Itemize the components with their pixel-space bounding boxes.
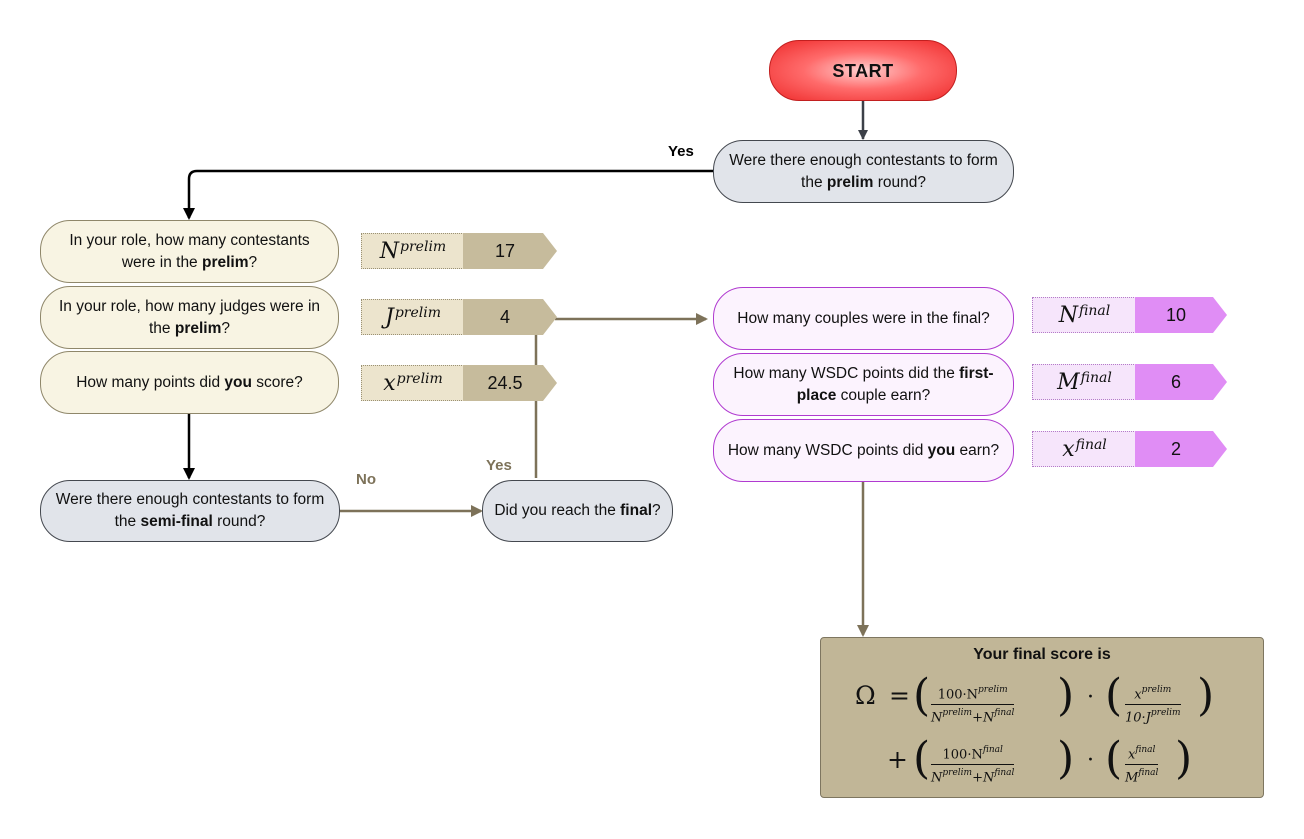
no-label: No (356, 471, 376, 488)
paren-open-2: ( (1105, 670, 1123, 721)
edge-prelim-yes (183, 169, 713, 220)
final-score-title: Your final score is (973, 646, 1111, 663)
j-prelim-value: 4 (463, 299, 557, 335)
reach-final-question: Did you reach the final? (482, 480, 673, 542)
paren-close-3: ) (1057, 733, 1075, 784)
paren-close-2: ) (1197, 670, 1215, 721)
final-score-box: Your final score is Ω = ( 100·Nprelim Np… (820, 637, 1264, 798)
equals-sign: = (889, 681, 910, 710)
m-final-value: 6 (1135, 364, 1227, 400)
paren-close-1: ) (1057, 670, 1075, 721)
omega-symbol: Ω (855, 681, 876, 710)
paren-close-4: ) (1175, 733, 1193, 784)
first-place-question: How many WSDC points did the first-place… (713, 353, 1014, 416)
dot-1: · (1087, 685, 1094, 710)
fraction-final-share: 100·Nfinal Nprelim+Nfinal (931, 745, 1015, 786)
start-node: START (769, 40, 957, 101)
prelim-round-question: Were there enough contestants to form th… (713, 140, 1014, 203)
fraction-prelim-share: 100·Nprelim Nprelim+Nfinal (931, 685, 1015, 726)
contestants-question: In your role, how many contestants were … (40, 220, 339, 283)
n-prelim-value: 17 (463, 233, 557, 269)
semi-final-question: Were there enough contestants to form th… (40, 480, 340, 542)
yes-label-prelim: Yes (668, 143, 694, 160)
yes-label-final: Yes (486, 457, 512, 474)
paren-open-3: ( (913, 733, 931, 784)
plus-sign: + (887, 745, 908, 774)
judges-question: In your role, how many judges were in th… (40, 286, 339, 349)
x-prelim-value: 24.5 (463, 365, 557, 401)
n-final-value: 10 (1135, 297, 1227, 333)
couples-question: How many couples were in the final? (713, 287, 1014, 350)
fraction-final-score: xfinal Mfinal (1125, 745, 1159, 786)
you-earn-question: How many WSDC points did you earn? (713, 419, 1014, 482)
dot-2: · (1087, 748, 1094, 773)
paren-open-1: ( (913, 670, 931, 721)
points-question: How many points did you score? (40, 351, 339, 414)
fraction-prelim-score: xprelim 10·Jprelim (1125, 685, 1181, 726)
x-final-value: 2 (1135, 431, 1227, 467)
paren-open-4: ( (1105, 733, 1123, 784)
